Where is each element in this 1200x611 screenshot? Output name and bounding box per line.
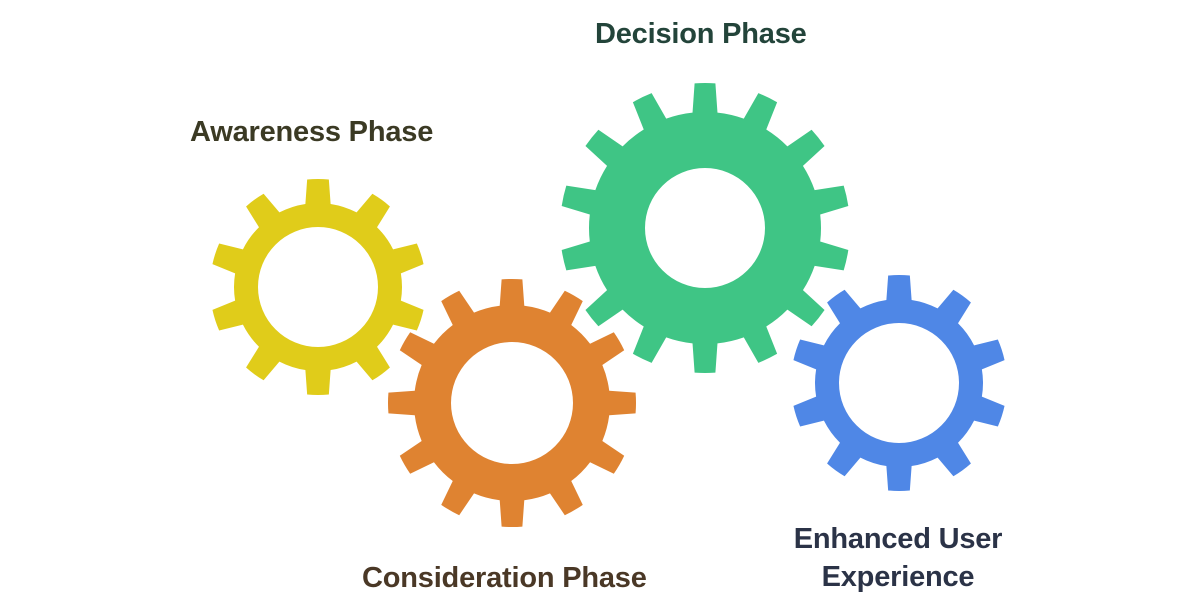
consideration-gear-icon <box>387 278 637 528</box>
enhanced-label-line-2: Experience <box>821 561 975 593</box>
decision-phase-label: Decision Phase <box>595 18 807 50</box>
consideration-phase-label: Consideration Phase <box>362 562 647 594</box>
awareness-phase-label: Awareness Phase <box>190 116 434 148</box>
decision-gear-icon <box>561 82 849 374</box>
enhanced-experience-gear-icon <box>793 275 1005 491</box>
enhanced-user-experience-label: Enhanced User Experience <box>788 520 1008 596</box>
enhanced-label-line-1: Enhanced User <box>793 523 1003 555</box>
awareness-gear-icon <box>212 179 424 395</box>
